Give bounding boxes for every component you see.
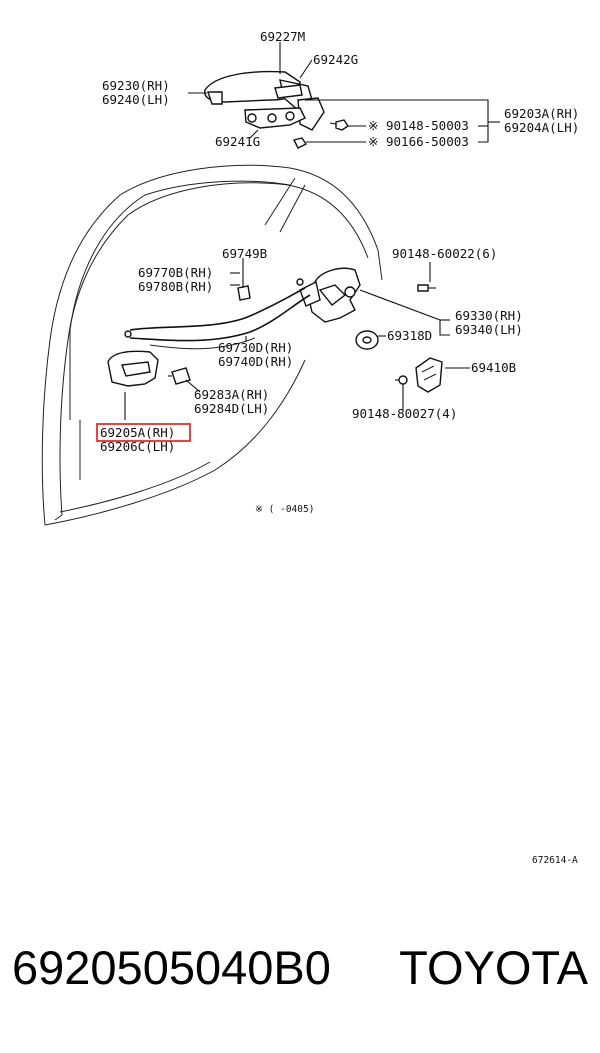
- callout-69318D: 69318D: [387, 328, 432, 343]
- inside-handle: [107, 350, 159, 420]
- callout-69410B: 69410B: [471, 360, 516, 375]
- callout-69730D: 69730D(RH): [218, 340, 293, 355]
- callout-90148-60022: 90148-60022(6): [392, 246, 497, 261]
- callout-69227M: 69227M: [260, 29, 305, 44]
- clip-icon: [292, 137, 308, 149]
- screw-icon: [417, 284, 436, 292]
- callout-69205A: 69205A(RH): [100, 425, 175, 440]
- door-outline: [41, 164, 383, 526]
- callout-69340: 69340(LH): [455, 322, 523, 337]
- callout-90148-50003: ※ 90148-50003: [368, 118, 469, 133]
- callout-69203A: 69203A(RH): [504, 106, 579, 121]
- bumper-icon: [168, 367, 191, 385]
- callout-90148-80027: 90148-80027(4): [352, 406, 457, 421]
- part-number: 6920505040B0: [12, 941, 331, 994]
- callout-69330: 69330(RH): [455, 308, 523, 323]
- callout-90166-50003: ※ 90166-50003: [368, 134, 469, 149]
- callout-69284D: 69284D(LH): [194, 401, 269, 416]
- lock-cables: [124, 278, 311, 350]
- small-bolt-icon: [329, 119, 349, 131]
- figure-code: 672614-A: [532, 855, 578, 866]
- callout-69242G: 69242G: [313, 52, 358, 67]
- callout-69770B: 69770B(RH): [138, 265, 213, 280]
- callout-69749B: 69749B: [222, 246, 267, 261]
- brand-name: TOYOTA: [399, 941, 588, 994]
- striker-screw-icon: [395, 375, 408, 385]
- door-lock-assembly: [299, 267, 361, 323]
- callout-69240: 69240(LH): [102, 92, 170, 107]
- callout-69283A: 69283A(RH): [194, 387, 269, 402]
- callout-69740D: 69740D(RH): [218, 354, 293, 369]
- rod-clip-icon: [237, 262, 251, 301]
- striker-icon: [415, 357, 443, 393]
- callout-69230: 69230(RH): [102, 78, 170, 93]
- outside-handle: [204, 70, 325, 131]
- callout-69204A: 69204A(LH): [504, 120, 579, 135]
- highlight-box: [96, 423, 191, 442]
- footnote: ※ ( -0405): [255, 504, 314, 515]
- callout-69780B: 69780B(RH): [138, 279, 213, 294]
- callout-69241G: 69241G: [215, 134, 260, 149]
- bushing-icon: [355, 330, 379, 350]
- callout-69206C: 69206C(LH): [100, 439, 175, 454]
- footer: 6920505040B0 TOYOTA: [0, 940, 600, 1010]
